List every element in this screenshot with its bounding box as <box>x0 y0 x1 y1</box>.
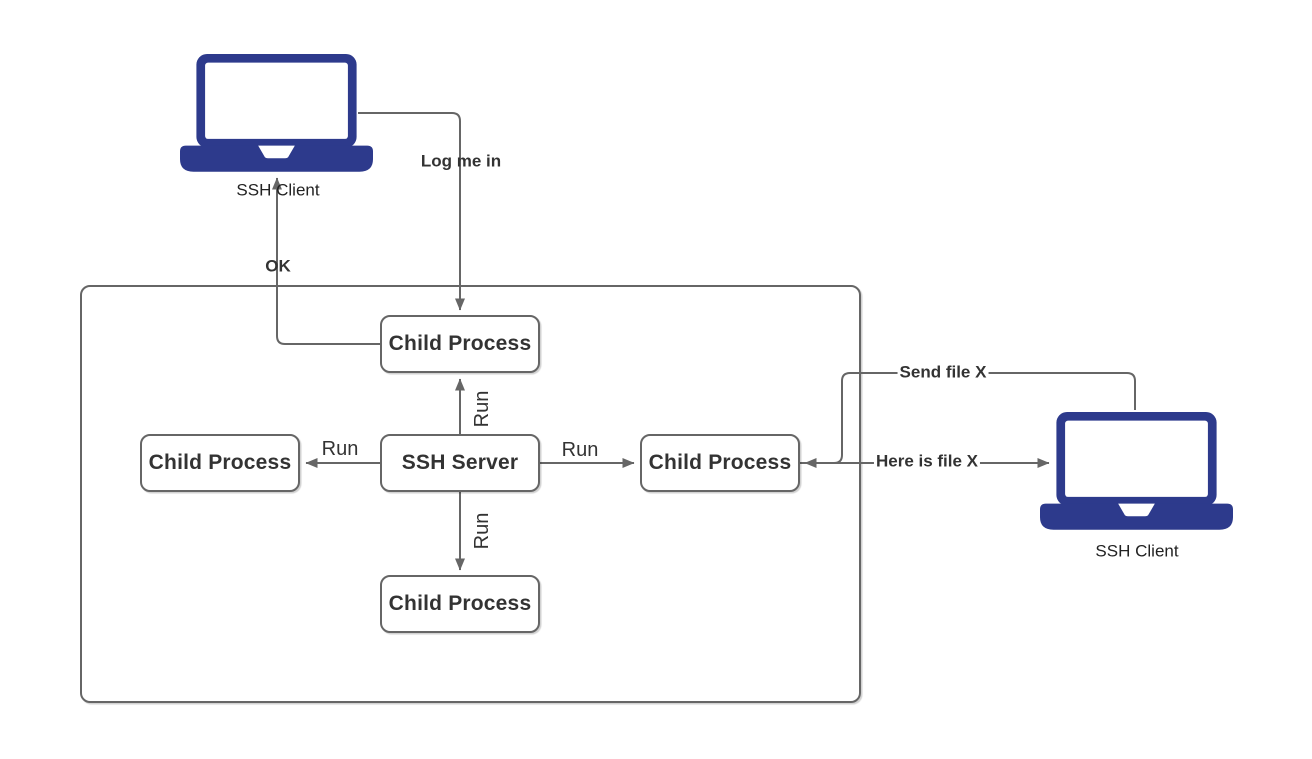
node-child-process-left: Child Process <box>140 434 300 492</box>
edge-label-log-me-in: Log me in <box>420 151 502 171</box>
edge-label-run-right: Run <box>561 439 599 461</box>
laptop-icon <box>180 54 373 172</box>
node-label: Child Process <box>148 451 292 474</box>
laptop-icon <box>1040 412 1233 530</box>
edge-label-here-is-file-x: Here is file X <box>873 451 981 471</box>
edge-log-me-in <box>358 112 465 311</box>
node-ssh-server: SSH Server <box>380 434 540 492</box>
node-label: Child Process <box>388 592 532 615</box>
edge-ok <box>272 177 380 345</box>
node-child-process-top: Child Process <box>380 315 540 373</box>
node-child-process-bottom: Child Process <box>380 575 540 633</box>
node-label: Child Process <box>648 451 792 474</box>
node-child-process-right: Child Process <box>640 434 800 492</box>
edge-label-send-file-x: Send file X <box>897 362 989 382</box>
node-label: SSH Server <box>401 451 519 474</box>
edge-send-file-x <box>804 372 1136 468</box>
edge-label-run-down: Run <box>471 512 493 550</box>
label-ssh-client-left: SSH Client <box>236 180 320 200</box>
label-ssh-client-right: SSH Client <box>1095 541 1179 561</box>
edge-label-ok: OK <box>265 256 291 276</box>
server-host-boundary <box>80 285 861 703</box>
node-label: Child Process <box>388 332 532 355</box>
edge-label-run-up: Run <box>471 390 493 428</box>
edge-label-run-left: Run <box>321 438 359 460</box>
